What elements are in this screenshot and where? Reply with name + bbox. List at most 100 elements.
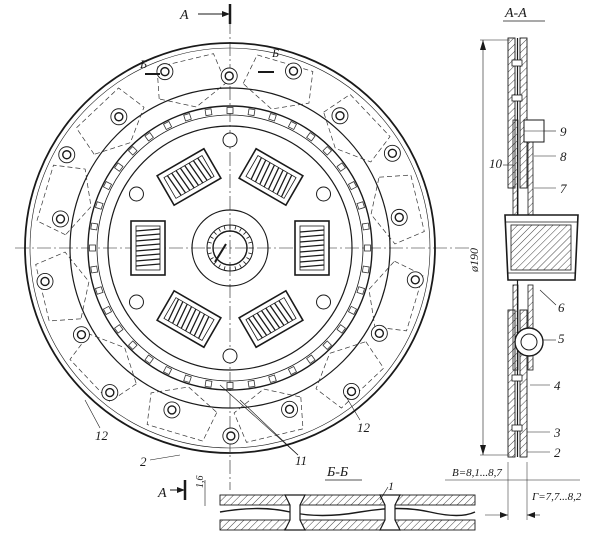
spring-coil — [185, 308, 197, 332]
cushion-segment — [156, 53, 227, 108]
lining-left-top — [507, 37, 516, 189]
flange-notch — [322, 145, 333, 156]
flange-notch — [247, 379, 256, 388]
spline-tooth — [246, 257, 251, 260]
spring-coil — [135, 248, 161, 252]
flange-notch — [226, 107, 234, 114]
flange-notch — [144, 354, 154, 364]
spring-coil — [280, 174, 293, 198]
cushion-segment — [75, 87, 145, 155]
rivet-hole — [224, 71, 234, 81]
cushion-segment — [233, 388, 304, 443]
part-label-2: 2 — [140, 454, 147, 469]
spring-coil — [299, 254, 325, 258]
flange-notch — [364, 244, 371, 252]
spring-coil — [197, 157, 212, 179]
lining-right-bottom — [519, 309, 528, 458]
flange-notch — [336, 162, 346, 172]
spline-tooth — [243, 231, 247, 235]
spring-coil — [278, 300, 294, 321]
spline-tooth — [218, 264, 221, 269]
spring-coil — [171, 172, 187, 194]
part-label-4: 4 — [554, 378, 561, 393]
flange-notch — [127, 145, 138, 156]
lining-outer-edge — [24, 42, 436, 454]
flange-notch — [90, 222, 99, 231]
hub-section-hatch — [510, 224, 572, 271]
cushion-segment — [35, 251, 90, 322]
rivet-hole — [288, 66, 299, 76]
spline-tooth — [209, 257, 214, 260]
flange-notch — [322, 340, 333, 351]
spline-tooth — [239, 227, 242, 232]
hub-splines — [207, 225, 253, 271]
spring-coil — [273, 302, 289, 324]
flange-notch — [183, 112, 192, 122]
label-section-b-left: Б — [139, 57, 147, 71]
flange-notch — [163, 365, 173, 376]
section-aa-view: A-A ø190 — [445, 6, 582, 520]
leader-12b — [344, 394, 361, 421]
damper-hole — [316, 186, 332, 202]
spring-coil — [299, 264, 325, 268]
spline-tooth — [207, 241, 212, 244]
flange-wave-edge — [89, 107, 371, 389]
spring-coil — [272, 169, 284, 193]
damper-hole — [222, 132, 238, 148]
flange-notch — [89, 244, 96, 252]
dim-arrow-top — [480, 40, 486, 50]
part-label-9: 9 — [560, 124, 567, 139]
spring-coil — [135, 243, 161, 247]
spring-coil — [299, 259, 325, 263]
flange-notch — [114, 162, 124, 172]
leader-1 — [379, 486, 389, 501]
spring-coil — [299, 244, 325, 248]
bb-lining-bottom — [219, 519, 476, 531]
rivet-hole — [410, 275, 420, 285]
hub-key — [214, 243, 227, 263]
dim-g-arrow-left — [500, 512, 508, 518]
bb-cushion-spring — [219, 507, 476, 517]
rivet-hole — [335, 111, 345, 121]
damper-plate-edge — [107, 125, 353, 371]
spring-coil — [135, 228, 161, 232]
spring-coil — [172, 301, 184, 324]
section-bb-view: Б-Б 1 1,6 — [195, 465, 476, 531]
flange-notch — [361, 265, 370, 274]
lining-rivets — [36, 62, 424, 445]
lining-inner-edge — [69, 87, 391, 409]
flange-notch — [183, 374, 192, 384]
part-label-8: 8 — [560, 149, 567, 164]
rivet-hole — [387, 148, 398, 158]
spring-coil — [263, 164, 275, 188]
spline-tooth — [223, 225, 226, 230]
rivet-hole — [167, 405, 177, 415]
flange-notch — [114, 324, 124, 334]
spring-coil — [192, 160, 208, 181]
part-label-3: 3 — [553, 425, 561, 440]
cushion-segment — [146, 386, 218, 442]
leader-11a — [219, 384, 299, 456]
section-a-top-arrowhead — [222, 11, 230, 17]
spring-coil — [254, 159, 267, 183]
rivet-hole — [346, 386, 357, 397]
flange-notch — [287, 120, 297, 131]
label-diameter: ø190 — [467, 248, 481, 273]
part-label-5: 5 — [558, 331, 565, 346]
flange-notch — [306, 354, 316, 364]
rivet-hole — [40, 276, 50, 287]
flange-notch — [247, 108, 256, 117]
flange-notch — [204, 108, 213, 117]
part-label-10: 10 — [489, 156, 503, 171]
spline-tooth — [234, 266, 237, 271]
aa-rivet-2 — [511, 94, 523, 102]
hub-flange-ring — [96, 114, 364, 382]
spring-coil — [250, 157, 262, 180]
section-a-bottom-arrowhead — [177, 487, 185, 493]
spring-coil — [252, 315, 268, 336]
flange-notch — [347, 305, 358, 315]
spline-tooth — [234, 225, 237, 230]
aa-rivet-4 — [511, 424, 523, 432]
cushion-segment — [323, 93, 391, 163]
damper-spring — [156, 147, 222, 207]
